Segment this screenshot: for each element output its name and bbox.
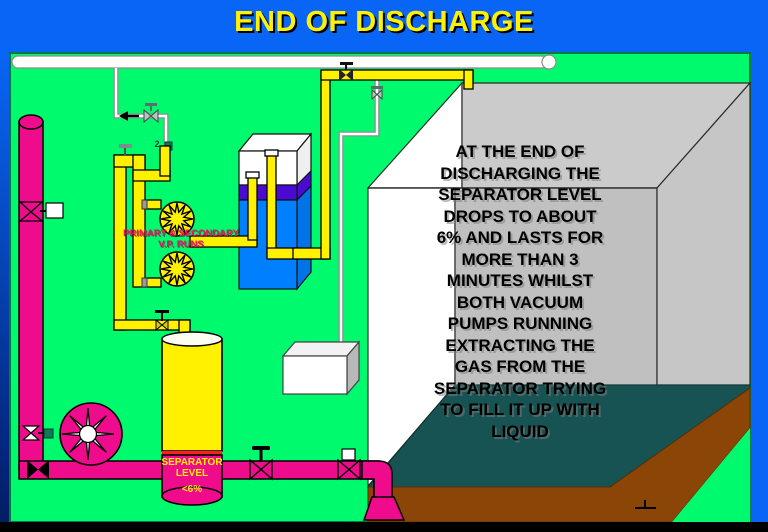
pump2-sun-icon [160, 252, 194, 286]
pink-elbow [361, 460, 393, 500]
cargo-tank-front-face [454, 187, 658, 386]
suction-right-riser [132, 154, 146, 288]
yellow-gas-piping [113, 69, 474, 337]
cargo-tank [366, 81, 752, 488]
bottom-strip [0, 522, 768, 532]
suction-loop-valve-icon [119, 144, 132, 156]
separator-top [161, 331, 223, 347]
valve-tag-label: 2 [154, 139, 160, 149]
pump2-nozzle-cap [141, 277, 148, 288]
bottom-pipe-valve-icon [249, 446, 273, 481]
header-join-drop [159, 145, 171, 177]
separator-level-value: <6% [181, 484, 203, 495]
separator-vessel [161, 331, 223, 506]
header-drop-valve-icon [143, 103, 159, 124]
vacuum-pump-1 [159, 201, 195, 237]
gas-return-valve-icon [339, 62, 353, 81]
pumps-label: PRIMARY & SECONDARY V.P. RUNS [123, 228, 239, 250]
riser-valve-upper-icon [18, 201, 64, 222]
vacuum-pump-2 [159, 251, 195, 287]
cargo-pump [59, 402, 123, 466]
note-text: AT THE END OF DISCHARGING THE SEPARATOR … [433, 142, 607, 441]
riser-valve-lower-icon [21, 425, 54, 441]
seal-unit-box [281, 340, 361, 396]
pump-discharge-line [189, 235, 258, 248]
gray-service-lines [113, 68, 380, 344]
suction-bellmouth [362, 496, 406, 521]
page-title: END OF DISCHARGE [234, 6, 534, 38]
deaerator-right-liquid [296, 184, 312, 291]
floor-tick-icon [635, 500, 656, 509]
separator-line-valve-icon [155, 310, 169, 332]
separator-level-line [162, 451, 222, 455]
pump1-sun-icon [160, 202, 194, 236]
pink-riser [18, 121, 44, 471]
line-valve-icon [371, 86, 383, 101]
tank-suction-valve-icon [337, 448, 361, 481]
dip-tube-2-cap [264, 149, 279, 157]
separator-bottom [161, 486, 223, 506]
pump1-nozzle-cap [141, 199, 148, 210]
vapour-header-pipe [11, 54, 557, 70]
gas-return-riser [320, 71, 331, 260]
header-pipe-end-cap [541, 54, 557, 70]
floor-corner [672, 428, 750, 522]
dip-tube-1-cap [245, 171, 260, 179]
bottom-pipe-check-valve-icon [27, 460, 49, 479]
separator-level-label: SEPARATOR LEVEL [161, 457, 223, 479]
pink-riser-cap [18, 114, 44, 130]
flow-arrow-icon [119, 111, 139, 121]
title-banner: END OF DISCHARGE [0, 0, 768, 53]
gas-return-stub [463, 69, 474, 90]
deaerator-dip-tube-1 [247, 176, 258, 241]
cargo-pump-hub [78, 424, 98, 444]
deaerator-dip-tube-2 [266, 154, 277, 253]
separator-gas-space [161, 338, 223, 452]
